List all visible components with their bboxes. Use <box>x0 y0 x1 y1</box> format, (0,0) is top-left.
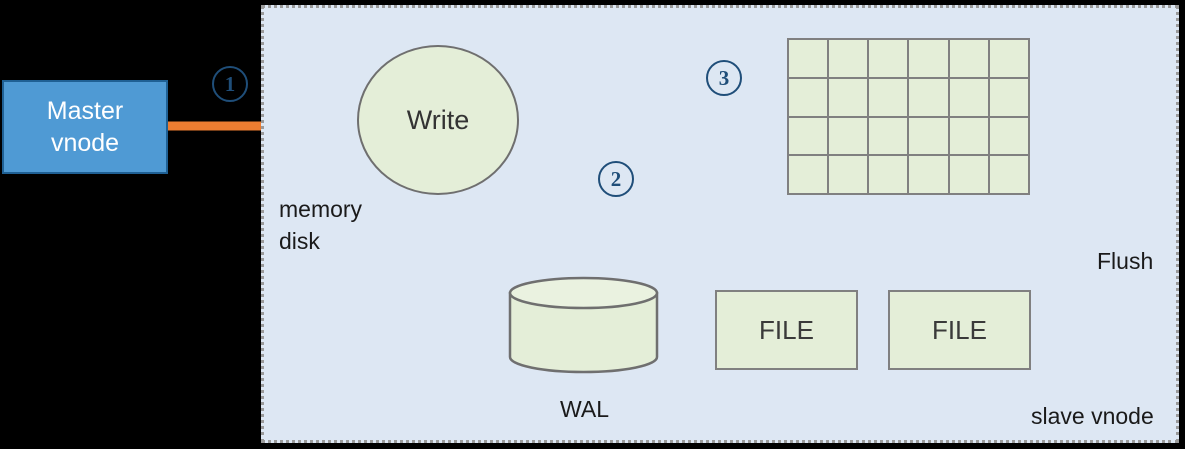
memory-table-cell <box>827 76 870 118</box>
memory-table-cell <box>907 38 950 79</box>
memory-table-cell <box>987 38 1031 79</box>
memory-table-cell <box>947 76 990 118</box>
write-node[interactable]: Write <box>357 45 519 195</box>
memory-table-cell <box>907 115 950 157</box>
memory-table-cell <box>827 38 870 79</box>
memory-table-cell <box>786 38 830 79</box>
master-vnode-line1: Master <box>46 97 124 125</box>
memory-table-grid <box>786 38 1031 195</box>
wal-label: WAL <box>560 396 609 422</box>
memory-table-cell <box>786 154 830 195</box>
memory-table-cell <box>987 154 1031 195</box>
memory-table-cell <box>947 115 990 157</box>
file-box-2-label: FILE <box>932 314 987 345</box>
memory-table-cell <box>907 154 950 195</box>
memory-table-row <box>786 115 1031 157</box>
wal-cylinder[interactable] <box>508 276 659 374</box>
memory-table-row <box>786 154 1031 195</box>
memory-table-cell <box>947 154 990 195</box>
memory-table-cell <box>867 154 910 195</box>
master-vnode-box[interactable]: Master vnode <box>2 80 168 174</box>
file-box-1[interactable]: FILE <box>715 290 858 370</box>
memory-table-cell <box>947 38 990 79</box>
memory-table-cell <box>867 115 910 157</box>
step-marker-2: 2 <box>598 161 634 197</box>
disk-label: disk <box>279 228 320 254</box>
master-vnode-line2: vnode <box>50 129 120 157</box>
memory-table-cell <box>867 38 910 79</box>
step-marker-1: 1 <box>212 66 248 102</box>
memory-label: memory <box>279 196 363 222</box>
file-box-1-label: FILE <box>759 314 814 345</box>
memory-table-cell <box>867 76 910 118</box>
memory-table-cell <box>907 76 950 118</box>
memory-table-cell <box>987 115 1031 157</box>
slave-vnode-label: slave vnode <box>1031 403 1154 429</box>
flush-label: Flush <box>1097 248 1154 274</box>
step-marker-3: 3 <box>706 60 742 96</box>
memory-table-cell <box>827 115 870 157</box>
memory-table-cell <box>827 154 870 195</box>
file-box-2[interactable]: FILE <box>888 290 1031 370</box>
memory-table-cell <box>987 76 1031 118</box>
write-node-label: Write <box>406 104 470 135</box>
memory-table-row <box>786 38 1031 79</box>
memory-table-cell <box>786 115 830 157</box>
memory-table-cell <box>786 76 830 118</box>
memory-table-row <box>786 76 1031 118</box>
